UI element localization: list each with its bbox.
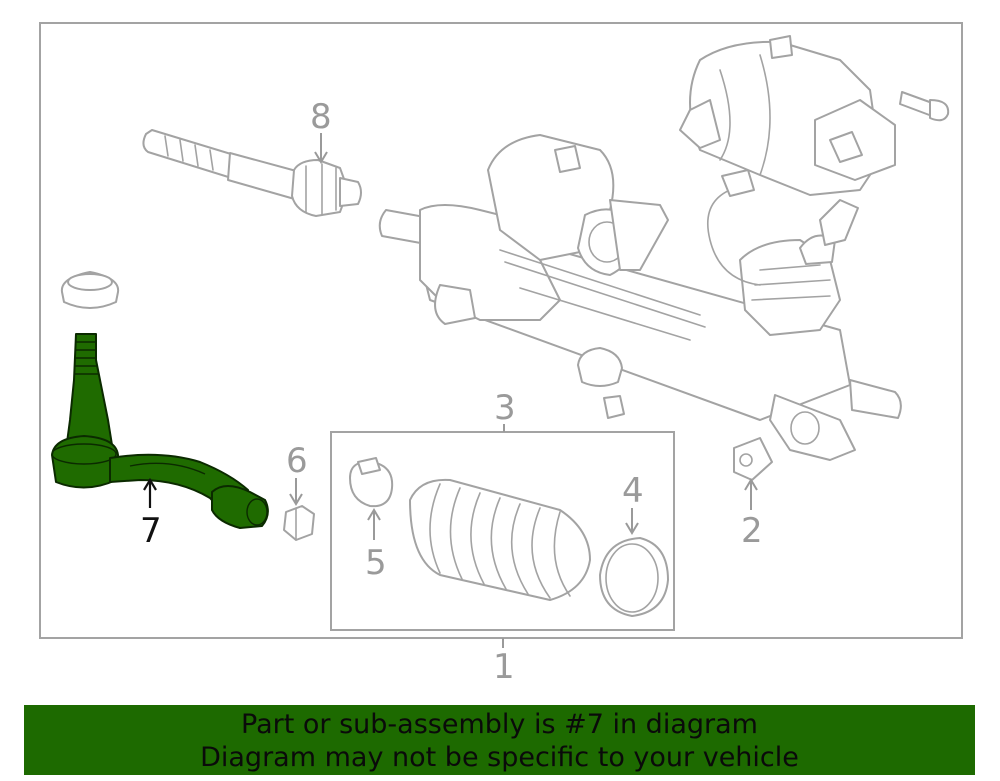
grommet[interactable] xyxy=(60,271,120,309)
part-4-clamp-ring[interactable] xyxy=(599,537,669,617)
callout-6: 6 xyxy=(286,441,308,506)
svg-text:8: 8 xyxy=(310,97,332,137)
callout-1: 1 xyxy=(493,638,515,687)
callout-2: 2 xyxy=(741,478,763,551)
part-1-assist-motor[interactable] xyxy=(679,35,896,196)
callout-7: 7 xyxy=(140,477,162,551)
part-2-nut[interactable] xyxy=(733,437,773,481)
part-8-inner-tie-rod[interactable] xyxy=(142,129,362,217)
part-1-steering-gear[interactable] xyxy=(378,134,902,461)
callout-8: 8 xyxy=(310,97,332,164)
svg-text:5: 5 xyxy=(365,543,387,583)
parts-diagram: 8 6 5 3 4 2 1 7 xyxy=(39,22,963,687)
info-banner: Part or sub-assembly is #7 in diagram Di… xyxy=(24,705,975,775)
svg-text:4: 4 xyxy=(622,471,644,511)
part-7-tie-rod-end[interactable] xyxy=(51,333,269,529)
part-5-clamp[interactable] xyxy=(349,457,394,508)
diagram-frame xyxy=(39,22,963,639)
callout-3: 3 xyxy=(494,388,516,432)
callout-5: 5 xyxy=(365,508,387,583)
motor-bolt[interactable] xyxy=(899,91,950,122)
svg-text:6: 6 xyxy=(286,441,308,481)
svg-text:7: 7 xyxy=(140,511,162,551)
mount-bushing[interactable] xyxy=(577,347,625,419)
part-6-nut[interactable] xyxy=(283,505,315,541)
boot-kit-box xyxy=(330,431,675,631)
svg-text:2: 2 xyxy=(741,511,763,551)
callout-4: 4 xyxy=(622,471,644,535)
svg-text:3: 3 xyxy=(494,388,516,428)
banner-line-2: Diagram may not be specific to your vehi… xyxy=(200,742,799,773)
banner-line-1: Part or sub-assembly is #7 in diagram xyxy=(241,709,758,740)
svg-text:1: 1 xyxy=(493,647,515,687)
part-3-boot[interactable] xyxy=(409,478,591,601)
